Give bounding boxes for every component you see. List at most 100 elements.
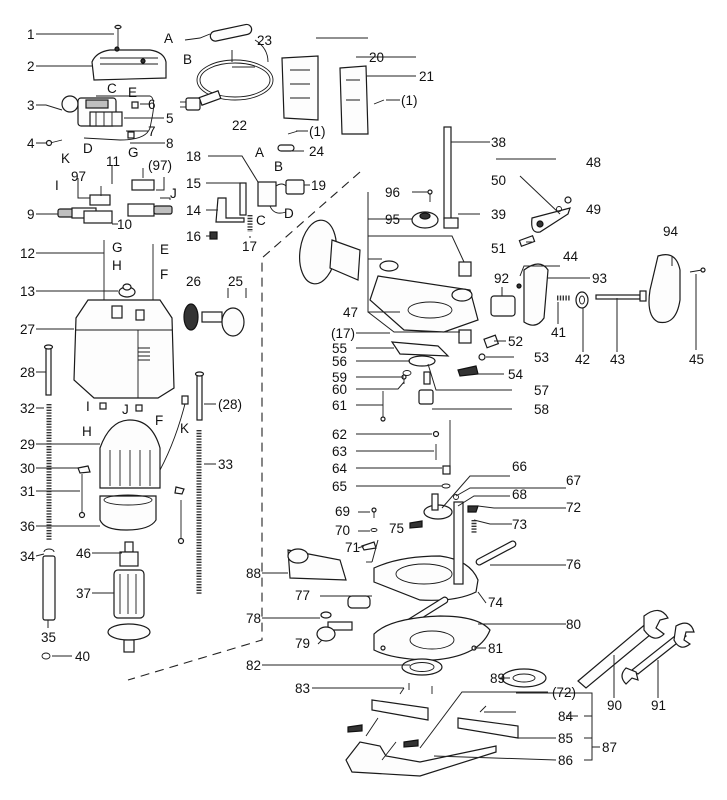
part-85-guide-fence-left	[371, 699, 429, 721]
part-97-brush-cap-right	[131, 168, 155, 191]
label-16: 16	[186, 229, 201, 244]
label-47: 47	[343, 305, 358, 320]
label-21: 21	[419, 69, 434, 84]
part-54-knob	[457, 365, 479, 377]
part-55-lever-plate	[390, 341, 450, 357]
wire-letter-g-2: G	[112, 240, 123, 255]
part-8-terminal	[127, 131, 135, 139]
label-59: 59	[332, 370, 347, 385]
part-57-pin	[423, 371, 431, 385]
label-87: 87	[602, 740, 617, 755]
part-6-terminal	[131, 101, 139, 109]
label-3: 3	[27, 98, 35, 113]
part-4-screw	[45, 139, 63, 147]
label-20: 20	[369, 50, 384, 65]
part-1-screw	[114, 24, 122, 48]
part-96-screw	[427, 189, 433, 202]
label-15: 15	[186, 176, 201, 191]
label-17: 17	[242, 239, 257, 254]
part-62-nut	[432, 430, 440, 438]
label-32: 32	[20, 401, 35, 416]
part-knob-base	[409, 520, 423, 529]
part-labels: 1 2 3 4 5 6 7 8 9 10 11 97 (97) 12 13 14…	[20, 27, 704, 768]
part-69-screw	[371, 507, 377, 518]
label-51: 51	[491, 241, 506, 256]
label-28: 28	[20, 365, 35, 380]
part-72-knob	[467, 505, 479, 513]
label-77: 77	[295, 588, 310, 603]
label-45: 45	[689, 352, 704, 367]
wire-letter-c: C	[107, 81, 117, 96]
part-85-guide-fence-right	[457, 717, 519, 739]
label-58: 58	[534, 402, 549, 417]
label-73: 73	[512, 517, 527, 532]
part-90-wrench	[577, 609, 669, 689]
label-92: 92	[494, 271, 509, 286]
part-28-column-left	[43, 344, 54, 396]
label-49: 49	[586, 202, 601, 217]
wire-letter-h-3: H	[82, 424, 92, 439]
part-30-clip	[77, 465, 91, 474]
part-91-wrench	[621, 622, 695, 685]
label-23: 23	[257, 33, 272, 48]
wire-letter-k-3: K	[180, 421, 189, 436]
label-26: 26	[186, 274, 201, 289]
label-1: 1	[27, 27, 35, 42]
part-29-field-coil	[99, 402, 161, 489]
label-11: 11	[106, 154, 120, 169]
label-5: 5	[166, 111, 174, 126]
label-4: 4	[27, 136, 35, 151]
label-2: 2	[27, 59, 35, 74]
part-76-guide-rod	[475, 540, 517, 566]
label-97-ref: (97)	[148, 158, 172, 173]
label-46: 46	[76, 546, 91, 561]
wire-letter-i-3: I	[86, 399, 90, 414]
label-28-ref: (28)	[218, 397, 242, 412]
label-65: 65	[332, 479, 347, 494]
part-25-knob	[201, 307, 245, 337]
label-31: 31	[20, 484, 35, 499]
label-74: 74	[488, 595, 504, 610]
wire-letter-a: A	[164, 31, 173, 46]
label-56: 56	[332, 354, 347, 369]
part-36-fan-housing	[99, 494, 157, 531]
part-95-bushing	[411, 211, 439, 229]
label-38: 38	[491, 135, 506, 150]
part-66-turret-stop	[423, 493, 453, 520]
part-wire-k	[159, 395, 189, 471]
part-79-handle-knob	[316, 621, 353, 642]
part-59-washer	[402, 370, 412, 376]
label-25: 25	[228, 274, 243, 289]
part-35-column-tube	[42, 555, 56, 621]
part-56-ring	[408, 355, 436, 367]
part-71-wing-nut	[361, 541, 377, 551]
label-35: 35	[41, 630, 56, 645]
label-19: 19	[311, 178, 326, 193]
part-clip-right	[174, 486, 185, 495]
part-23-cord-sleeve	[184, 23, 253, 42]
part-67-ball	[453, 494, 459, 500]
label-76: 76	[566, 557, 581, 572]
wire-letter-e-2: E	[160, 242, 169, 257]
label-96: 96	[385, 185, 400, 200]
label-6: 6	[148, 97, 156, 112]
label-84: 84	[558, 709, 574, 724]
part-97-brush-cap-left	[89, 194, 111, 206]
part-83-screws	[408, 683, 433, 694]
part-81-screws	[380, 645, 477, 651]
label-27: 27	[20, 322, 35, 337]
wire-letter-g: G	[128, 145, 139, 160]
wire-letter-j-3: J	[122, 402, 129, 417]
label-8: 8	[166, 136, 174, 151]
part-40-o-ring	[41, 652, 51, 660]
part-84-screws	[399, 687, 487, 713]
part-9-carbon-brush-right	[127, 203, 173, 217]
label-17-ref: (17)	[331, 326, 355, 341]
label-69: 69	[335, 504, 350, 519]
part-19-capacitor	[269, 179, 305, 214]
label-1-ref-b: (1)	[401, 93, 418, 108]
part-14-bracket	[215, 197, 245, 223]
label-67: 67	[566, 473, 581, 488]
label-48: 48	[586, 155, 601, 170]
part-94-handle-cover	[648, 254, 681, 324]
